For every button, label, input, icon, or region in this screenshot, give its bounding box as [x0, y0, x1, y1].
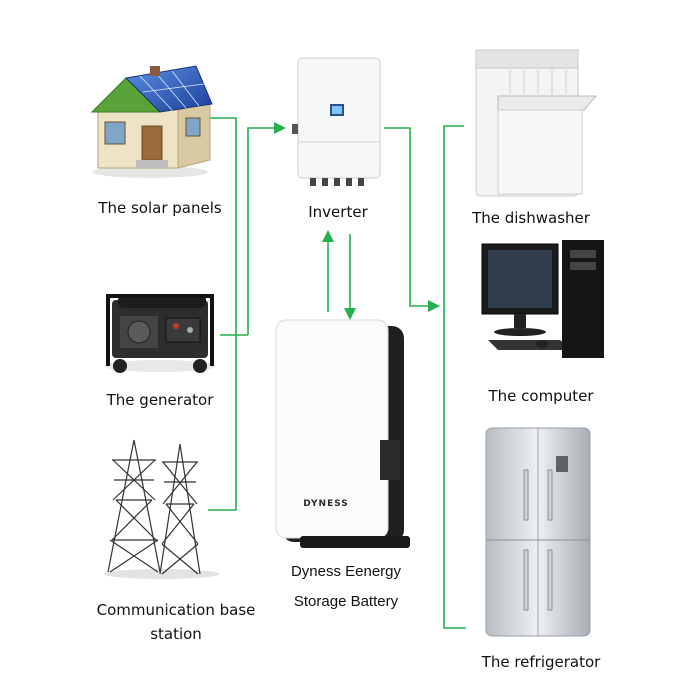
refrigerator-label: The refrigerator [481, 653, 601, 671]
input-bus [247, 127, 276, 335]
generator-label: The generator [106, 391, 214, 409]
refrigerator-image [485, 427, 591, 637]
connector-lines [208, 117, 466, 629]
transmission-towers-image [104, 439, 220, 579]
down-arrow [344, 308, 356, 320]
battery-image [275, 319, 410, 548]
load-bus [443, 125, 466, 629]
inverter-image [292, 57, 381, 186]
dishwasher-image [475, 49, 598, 197]
station-label-line2: station [150, 625, 202, 643]
battery-label-line1: Dyness Eenergy [290, 563, 402, 580]
station-connector [208, 335, 237, 511]
arrowheads [274, 122, 440, 320]
input-arrow [274, 122, 286, 134]
inverter-output-line [384, 127, 428, 307]
generator-image [104, 294, 216, 373]
solar-house-image [90, 65, 213, 178]
dishwasher-label: The dishwasher [472, 209, 590, 227]
battery-brand-logo: DYNESS [303, 499, 349, 509]
up-arrow [322, 230, 334, 242]
station-label-line1: Communication base [96, 601, 256, 619]
battery-label-line2: Storage Battery [293, 593, 399, 610]
inverter-label: Inverter [308, 203, 368, 221]
load-arrow [428, 300, 440, 312]
solar-panels-label: The solar panels [98, 199, 222, 217]
computer-image [481, 240, 604, 358]
computer-label: The computer [488, 387, 594, 405]
solar-connector [208, 117, 237, 335]
tower-left [107, 439, 161, 573]
tower-right [159, 443, 201, 575]
